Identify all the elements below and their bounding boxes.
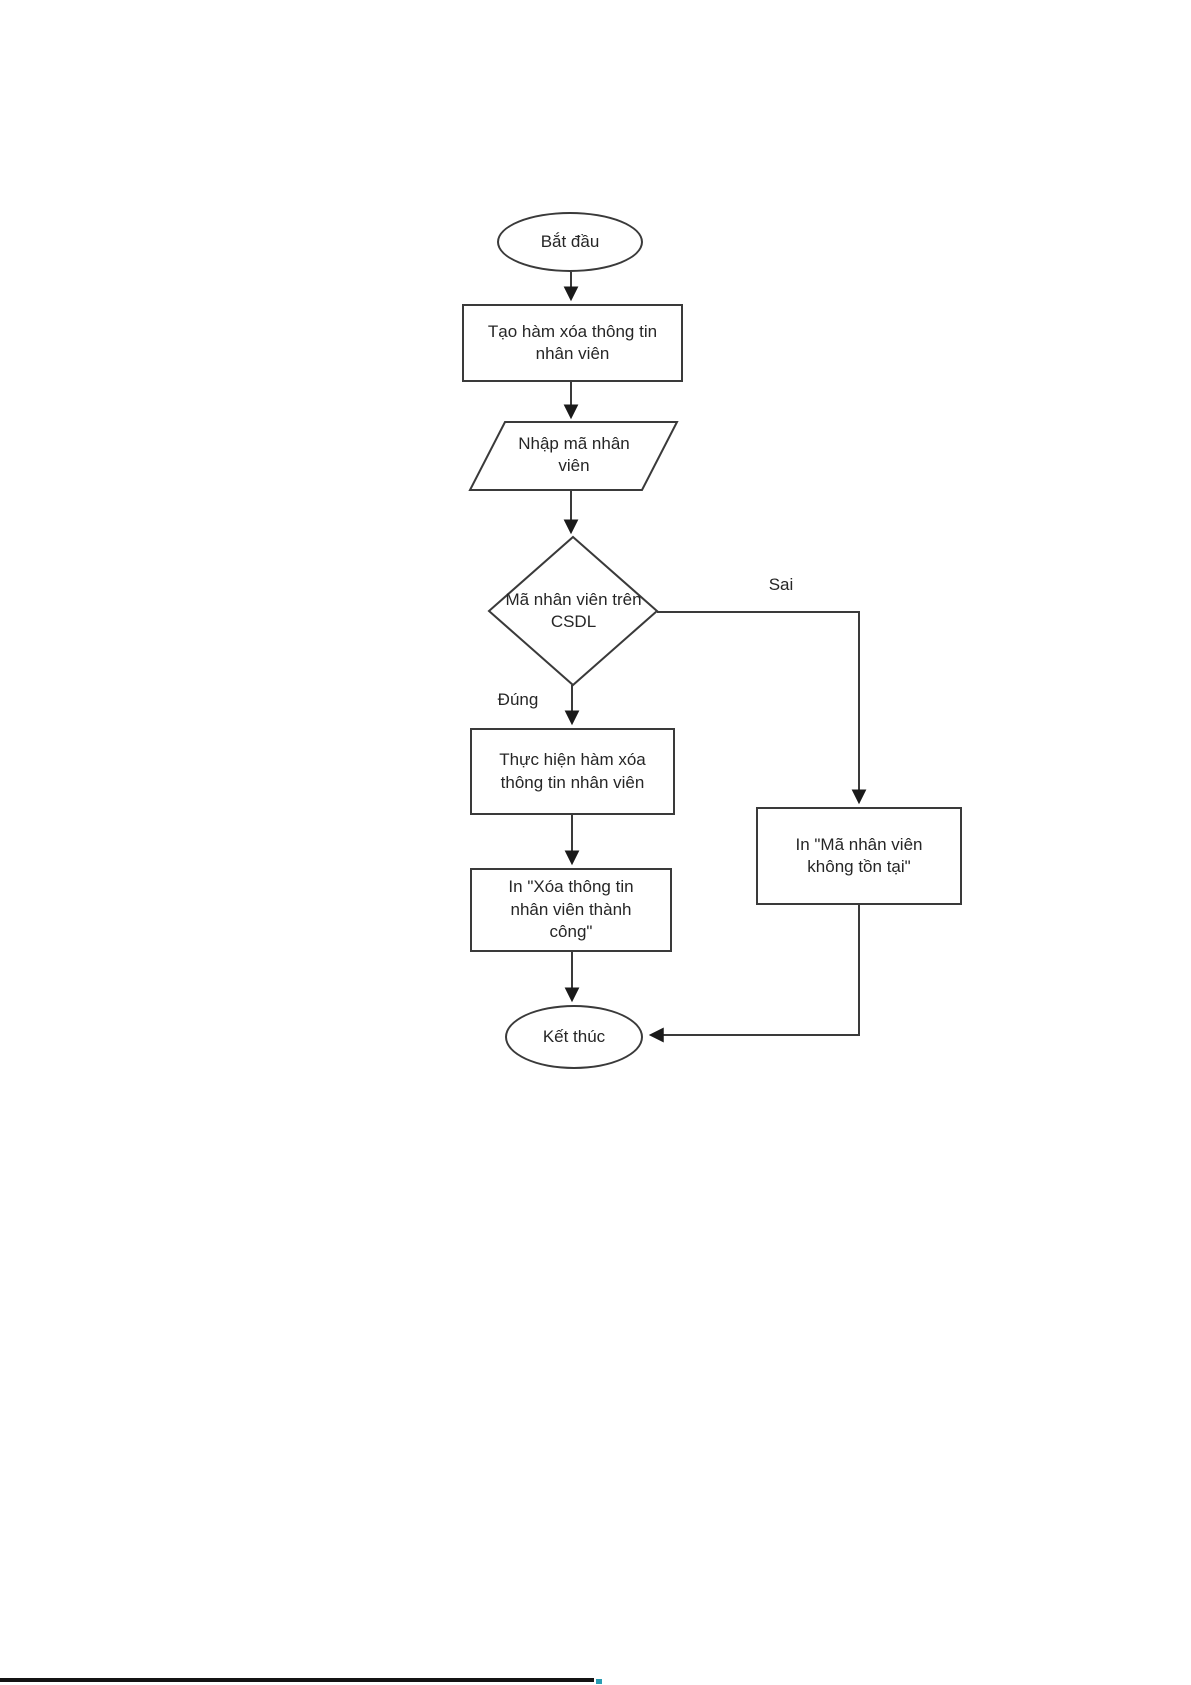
node-end: Kết thúc: [505, 1005, 643, 1069]
node-check-code-in-db-label: Mã nhân viên trên CSDL: [505, 589, 642, 631]
node-end-label: Kết thúc: [542, 1026, 606, 1046]
node-print-not-exist-label: In "Mã nhân viên không tồn tại": [795, 834, 923, 876]
node-print-success-label: In "Xóa thông tin nhân viên thành công": [508, 877, 634, 942]
edge-label-true: Đúng: [497, 690, 539, 709]
node-start-label: Bắt đầu: [540, 231, 600, 251]
page-footer-tick: [596, 1679, 602, 1684]
page-footer-rule: [0, 1678, 594, 1682]
node-execute-delete-label: Thực hiện hàm xóa thông tin nhân viên: [499, 750, 646, 792]
node-create-function-label: Tạo hàm xóa thông tin nhân viên: [487, 321, 658, 363]
node-print-not-exist: In "Mã nhân viên không tồn tại": [756, 807, 962, 905]
node-create-function: Tạo hàm xóa thông tin nhân viên: [462, 304, 683, 382]
node-input-employee-code-label: Nhập mã nhân viên: [518, 433, 630, 475]
node-execute-delete: Thực hiện hàm xóa thông tin nhân viên: [470, 728, 675, 815]
edge-not-exist-to-end: [648, 905, 860, 1043]
node-check-code-in-db: Mã nhân viên trên CSDL: [496, 584, 651, 638]
node-input-employee-code: Nhập mã nhân viên: [508, 424, 640, 486]
edge-label-false: Sai: [768, 575, 794, 594]
node-start: Bắt đầu: [497, 212, 643, 272]
node-print-success: In "Xóa thông tin nhân viên thành công": [470, 868, 672, 952]
edge-decision-false-branch: [657, 611, 867, 805]
